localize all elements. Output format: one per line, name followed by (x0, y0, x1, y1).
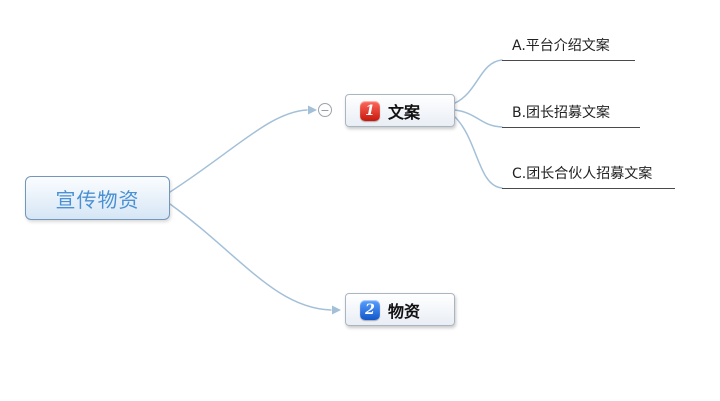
collapse-toggle[interactable]: − (318, 103, 332, 117)
leaf-topic-partner-recruit[interactable]: C.团长合伙人招募文案 (502, 165, 675, 189)
branch-node-label: 文案 (388, 102, 421, 122)
leaf-topic-label: C.团长合伙人招募文案 (512, 166, 653, 182)
connector-branch1-to-childB (454, 109, 503, 128)
arrowhead-branch2 (332, 305, 341, 315)
leaf-topic-leader-recruit[interactable]: B.团长招募文案 (502, 104, 640, 128)
branch-node-copywriting[interactable]: 1 文案 (345, 94, 455, 127)
connector-branch1-to-childC (454, 116, 503, 189)
root-node[interactable]: 宣传物资 (25, 176, 170, 220)
connector-root-to-branch2 (169, 203, 332, 311)
arrowhead-branch1 (308, 105, 317, 115)
connector-root-to-branch1 (169, 109, 308, 193)
priority-1-icon: 1 (360, 100, 380, 121)
root-node-label: 宣传物资 (55, 187, 140, 212)
branch-node-materials[interactable]: 2 物资 (345, 293, 455, 326)
leaf-topic-label: B.团长招募文案 (512, 105, 611, 121)
priority-2-icon: 2 (360, 299, 380, 320)
leaf-topic-platform-intro[interactable]: A.平台介绍文案 (502, 37, 635, 61)
minus-icon: − (320, 103, 330, 117)
connector-branch1-to-childA (454, 59, 503, 104)
leaf-topic-label: A.平台介绍文案 (512, 38, 610, 54)
branch-node-label: 物资 (388, 301, 421, 321)
